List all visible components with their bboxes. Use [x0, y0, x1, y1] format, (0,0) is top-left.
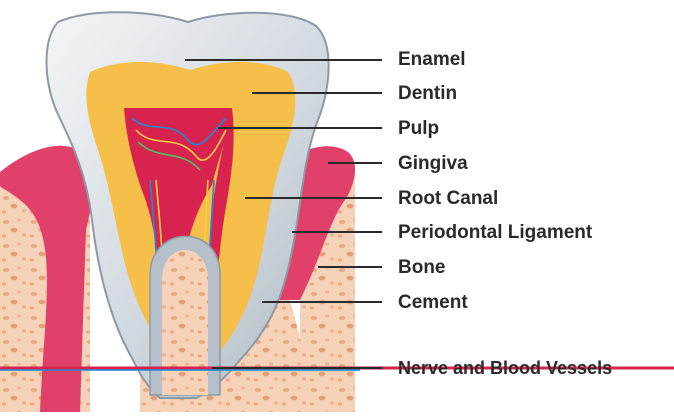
- label-gingiva: Gingiva: [398, 154, 468, 173]
- label-root-canal: Root Canal: [398, 189, 498, 208]
- label-pulp: Pulp: [398, 119, 439, 138]
- label-periodontal-ligament: Periodontal Ligament: [398, 223, 592, 242]
- label-bone: Bone: [398, 258, 446, 277]
- label-enamel: Enamel: [398, 50, 466, 69]
- label-cement: Cement: [398, 293, 468, 312]
- label-nerve-and-blood-vessels: Nerve and Blood Vessels: [398, 359, 612, 377]
- label-dentin: Dentin: [398, 84, 457, 103]
